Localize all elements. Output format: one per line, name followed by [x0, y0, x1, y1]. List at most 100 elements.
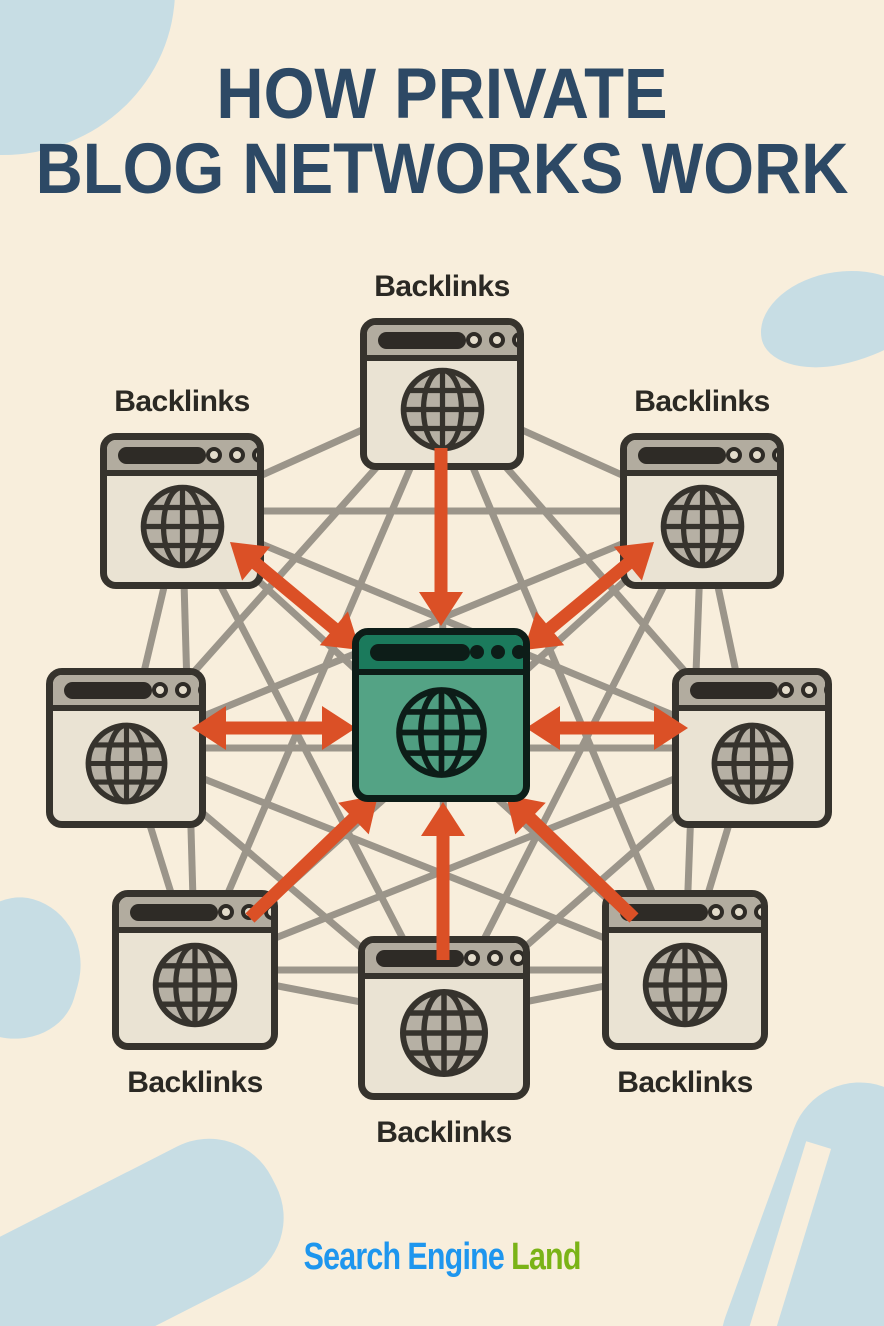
window-body [365, 979, 523, 1087]
window-dots [470, 645, 523, 659]
window-dots [778, 682, 825, 698]
globe-icon [400, 367, 484, 451]
address-bar [370, 643, 470, 661]
window-title-bar [679, 675, 825, 711]
browser-window-bottom [358, 936, 530, 1100]
backlinks-label-top: Backlinks [374, 270, 510, 303]
address-bar [638, 446, 726, 464]
globe-icon [140, 484, 224, 568]
mesh-line [178, 509, 448, 1020]
address-bar [118, 446, 206, 464]
arrow-head [654, 706, 688, 750]
logo-word-land: Land [511, 1236, 581, 1278]
window-dots [152, 682, 199, 698]
browser-window-left [46, 668, 206, 828]
address-bar [378, 331, 466, 349]
window-dot [512, 332, 517, 348]
globe-icon [711, 722, 793, 804]
window-dots [464, 950, 523, 966]
mesh-line [193, 744, 754, 974]
window-dot [512, 645, 523, 659]
window-dot [175, 682, 191, 698]
window-title-bar [609, 897, 761, 933]
backlinks-label-top-right: Backlinks [634, 385, 770, 418]
backlinks-label-bottom-right: Backlinks [617, 1066, 753, 1099]
window-dot [754, 904, 761, 920]
arrow-shaft [540, 554, 638, 638]
window-dot [726, 447, 742, 463]
arrow-head [506, 795, 546, 835]
mesh-line [438, 392, 689, 972]
window-title-bar [119, 897, 271, 933]
window-title-bar [367, 325, 517, 361]
window-dot [466, 332, 482, 348]
window-dot [470, 645, 484, 659]
browser-window-right [672, 668, 832, 828]
browser-window-center [352, 628, 530, 802]
window-body [679, 711, 825, 815]
backlinks-label-bottom: Backlinks [376, 1116, 512, 1149]
title-line-1: HOW PRIVATE [216, 55, 668, 134]
arrow-shaft [245, 809, 363, 923]
window-dots [708, 904, 761, 920]
window-title-bar [359, 635, 523, 675]
window-dot [218, 904, 234, 920]
mesh-line [440, 509, 706, 1020]
window-dot [778, 682, 794, 698]
window-body [53, 711, 199, 815]
window-dot [772, 447, 777, 463]
arrow-head [322, 706, 356, 750]
logo-word-search: Search [303, 1236, 401, 1278]
globe-icon [642, 942, 728, 1028]
window-dots [726, 447, 777, 463]
window-body [627, 476, 777, 576]
arrow-head [524, 611, 565, 650]
window-dot [229, 447, 245, 463]
mesh-line [124, 744, 687, 974]
window-dot [206, 447, 222, 463]
arrow-head [526, 706, 560, 750]
logo: Search Engine Land [0, 1236, 884, 1279]
address-bar [130, 903, 218, 921]
backlinks-label-top-left: Backlinks [114, 385, 250, 418]
globe-icon [395, 686, 487, 778]
window-dot [731, 904, 747, 920]
address-bar [620, 903, 708, 921]
globe-icon [152, 942, 238, 1028]
globe-icon [400, 989, 488, 1077]
mesh-line [191, 392, 446, 972]
title-line-2: BLOG NETWORKS WORK [35, 129, 849, 209]
window-body [107, 476, 257, 576]
window-dot [491, 645, 505, 659]
globe-icon [660, 484, 744, 568]
window-dots [466, 332, 517, 348]
arrow-head [613, 542, 654, 581]
window-dot [487, 950, 503, 966]
address-bar [690, 681, 778, 699]
window-dot [749, 447, 765, 463]
window-dots [206, 447, 257, 463]
window-dot [708, 904, 724, 920]
arrow-shaft [246, 554, 344, 638]
window-dot [510, 950, 523, 966]
window-dot [252, 447, 257, 463]
window-dot [801, 682, 817, 698]
window-body [367, 361, 517, 457]
browser-window-bottom-right [602, 890, 768, 1050]
globe-icon [85, 722, 167, 804]
arrow-head [192, 706, 226, 750]
window-body [119, 933, 271, 1037]
window-title-bar [627, 440, 777, 476]
arrow-head [419, 592, 463, 626]
window-dot [464, 950, 480, 966]
backlinks-label-bottom-left: Backlinks [127, 1066, 263, 1099]
window-title-bar [107, 440, 257, 476]
arrow-head [319, 611, 360, 650]
window-body [609, 933, 761, 1037]
arrow-shaft [521, 809, 639, 923]
arrow-head [338, 795, 378, 835]
window-body [359, 675, 523, 789]
window-dot [489, 332, 505, 348]
